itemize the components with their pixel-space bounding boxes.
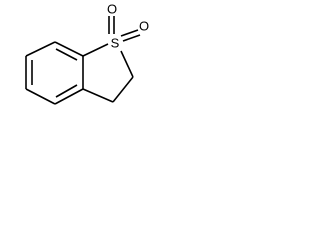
bond-inner-c3-c4	[55, 84, 78, 98]
bond-s-o-right-1	[120, 29, 139, 37]
oxygen-top-atom-label: O	[107, 2, 117, 17]
bond-c1-c2	[54, 41, 84, 57]
bond-inner-c1-c2	[55, 48, 78, 61]
bond-c4-c5	[25, 88, 56, 105]
oxygen-right-atom-label: O	[139, 19, 149, 34]
bond-c6-c1	[25, 41, 56, 57]
bond-s-o-right-2	[122, 34, 141, 42]
molecule-structure: S O O	[25, 2, 149, 105]
bond-s-ch2a	[120, 50, 134, 78]
bond-ch2b-c3	[82, 88, 114, 103]
bond-c2-s	[82, 43, 109, 57]
sulfur-atom-label: S	[111, 36, 120, 51]
bond-c3-c4	[54, 88, 84, 105]
bond-ch2a-ch2b	[112, 76, 134, 103]
